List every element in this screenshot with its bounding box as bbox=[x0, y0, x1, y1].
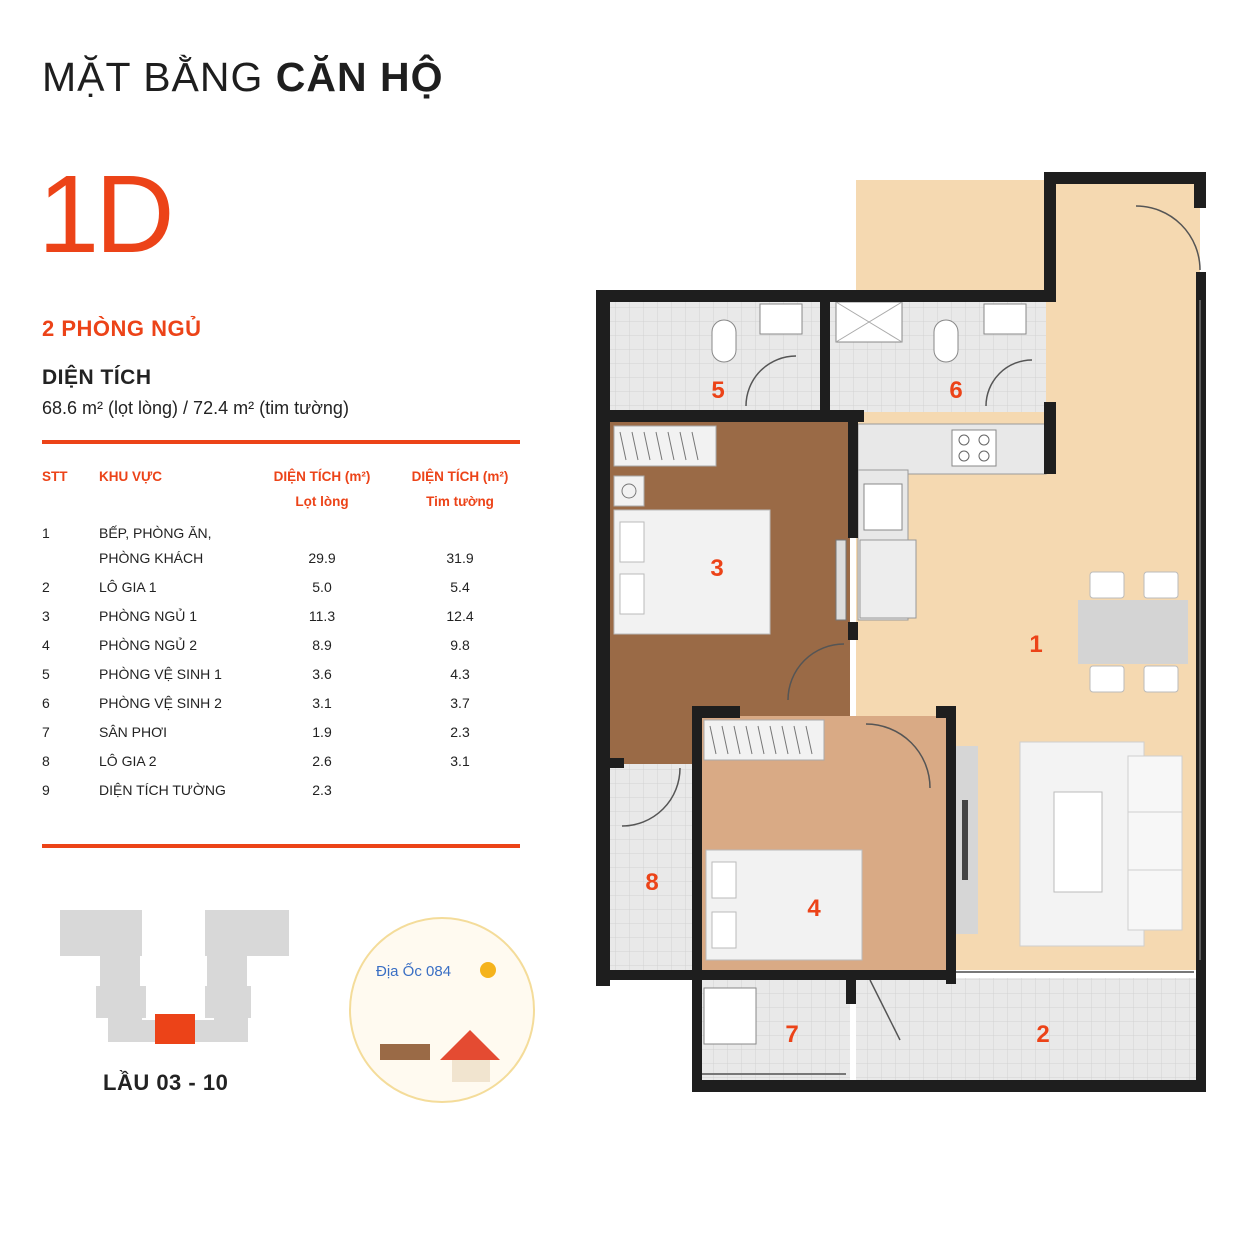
th-gross: DIỆN TÍCH (m²) bbox=[411, 469, 509, 484]
watermark-text: Địa Ốc 084 bbox=[376, 962, 451, 980]
row-6-zone: PHÒNG VỆ SINH 2 bbox=[99, 695, 222, 711]
room-label-3: 3 bbox=[710, 555, 723, 582]
room-label-2: 2 bbox=[1036, 1021, 1049, 1048]
room-label-4: 4 bbox=[807, 895, 821, 922]
row-6-net: 3.1 bbox=[312, 695, 332, 711]
unit-code: 1D bbox=[38, 153, 175, 276]
title-light: MẶT BẰNG bbox=[42, 54, 264, 100]
row-8-gross: 3.1 bbox=[450, 753, 470, 769]
row-8-zone: LÔ GIA 2 bbox=[99, 753, 157, 769]
floor-plan: 1 2 3 4 5 6 7 8 bbox=[596, 172, 1206, 1092]
area-value: 68.6 m² (lọt lòng) / 72.4 m² (tim tường) bbox=[42, 398, 349, 418]
th-net: DIỆN TÍCH (m²) bbox=[273, 469, 371, 484]
house-icon bbox=[440, 1030, 500, 1060]
row-8-net: 2.6 bbox=[312, 753, 332, 769]
row-6-gross: 3.7 bbox=[450, 695, 470, 711]
row-5-stt: 5 bbox=[42, 666, 50, 682]
page-title: MẶT BẰNG CĂN HỘ bbox=[42, 54, 444, 101]
row-1-zone: BẾP, PHÒNG ĂN, bbox=[99, 525, 212, 541]
area-heading: DIỆN TÍCH bbox=[42, 366, 152, 389]
row-3-zone: PHÒNG NGỦ 1 bbox=[99, 608, 198, 624]
row-9-net: 2.3 bbox=[312, 782, 332, 798]
th-zone: KHU VỰC bbox=[99, 469, 162, 484]
row-4-stt: 4 bbox=[42, 637, 50, 653]
watermark-logo: Địa Ốc 084 bbox=[349, 917, 535, 1103]
row-4-zone: PHÒNG NGỦ 2 bbox=[99, 637, 198, 653]
bedroom-count: 2 PHÒNG NGỦ bbox=[42, 316, 202, 341]
row-6-stt: 6 bbox=[42, 695, 50, 711]
th-net-sub: Lọt lòng bbox=[295, 494, 349, 509]
row-8-stt: 8 bbox=[42, 753, 50, 769]
room-loggia-1 bbox=[856, 978, 1200, 1082]
row-5-zone: PHÒNG VỆ SINH 1 bbox=[99, 666, 222, 682]
row-1-gross: 31.9 bbox=[446, 550, 474, 566]
floor-range-label: LẦU 03 - 10 bbox=[103, 1070, 229, 1095]
row-7-net: 1.9 bbox=[312, 724, 332, 740]
row-4-gross: 9.8 bbox=[450, 637, 470, 653]
row-2-gross: 5.4 bbox=[450, 579, 470, 595]
row-2-stt: 2 bbox=[42, 579, 50, 595]
building-key-plan bbox=[60, 910, 289, 1044]
row-3-gross: 12.4 bbox=[446, 608, 474, 624]
row-9-zone: DIỆN TÍCH TƯỜNG bbox=[99, 782, 226, 798]
divider-bottom bbox=[42, 844, 520, 848]
highlighted-unit bbox=[155, 1014, 195, 1044]
row-5-gross: 4.3 bbox=[450, 666, 470, 682]
room-label-7: 7 bbox=[785, 1021, 798, 1048]
divider-top bbox=[42, 440, 520, 444]
room-label-1: 1 bbox=[1029, 631, 1042, 658]
row-3-stt: 3 bbox=[42, 608, 50, 624]
row-9-stt: 9 bbox=[42, 782, 50, 798]
row-2-net: 5.0 bbox=[312, 579, 332, 595]
row-2-zone: LÔ GIA 1 bbox=[99, 579, 157, 595]
th-stt: STT bbox=[42, 469, 68, 484]
row-7-zone: SÂN PHƠI bbox=[99, 724, 168, 740]
room-label-8: 8 bbox=[645, 869, 658, 896]
row-1-net: 29.9 bbox=[308, 550, 336, 566]
row-7-stt: 7 bbox=[42, 724, 50, 740]
th-gross-sub: Tim tường bbox=[426, 494, 494, 509]
row-1-stt: 1 bbox=[42, 525, 50, 541]
row-4-net: 8.9 bbox=[312, 637, 332, 653]
room-loggia-2 bbox=[610, 764, 696, 972]
row-1-zone-2: PHÒNG KHÁCH bbox=[99, 550, 204, 566]
title-bold: CĂN HỘ bbox=[275, 54, 444, 100]
room-label-5: 5 bbox=[711, 377, 724, 404]
row-3-net: 11.3 bbox=[308, 608, 336, 624]
row-7-gross: 2.3 bbox=[450, 724, 470, 740]
sun-icon bbox=[480, 962, 496, 978]
room-label-6: 6 bbox=[949, 377, 962, 404]
row-5-net: 3.6 bbox=[312, 666, 332, 682]
